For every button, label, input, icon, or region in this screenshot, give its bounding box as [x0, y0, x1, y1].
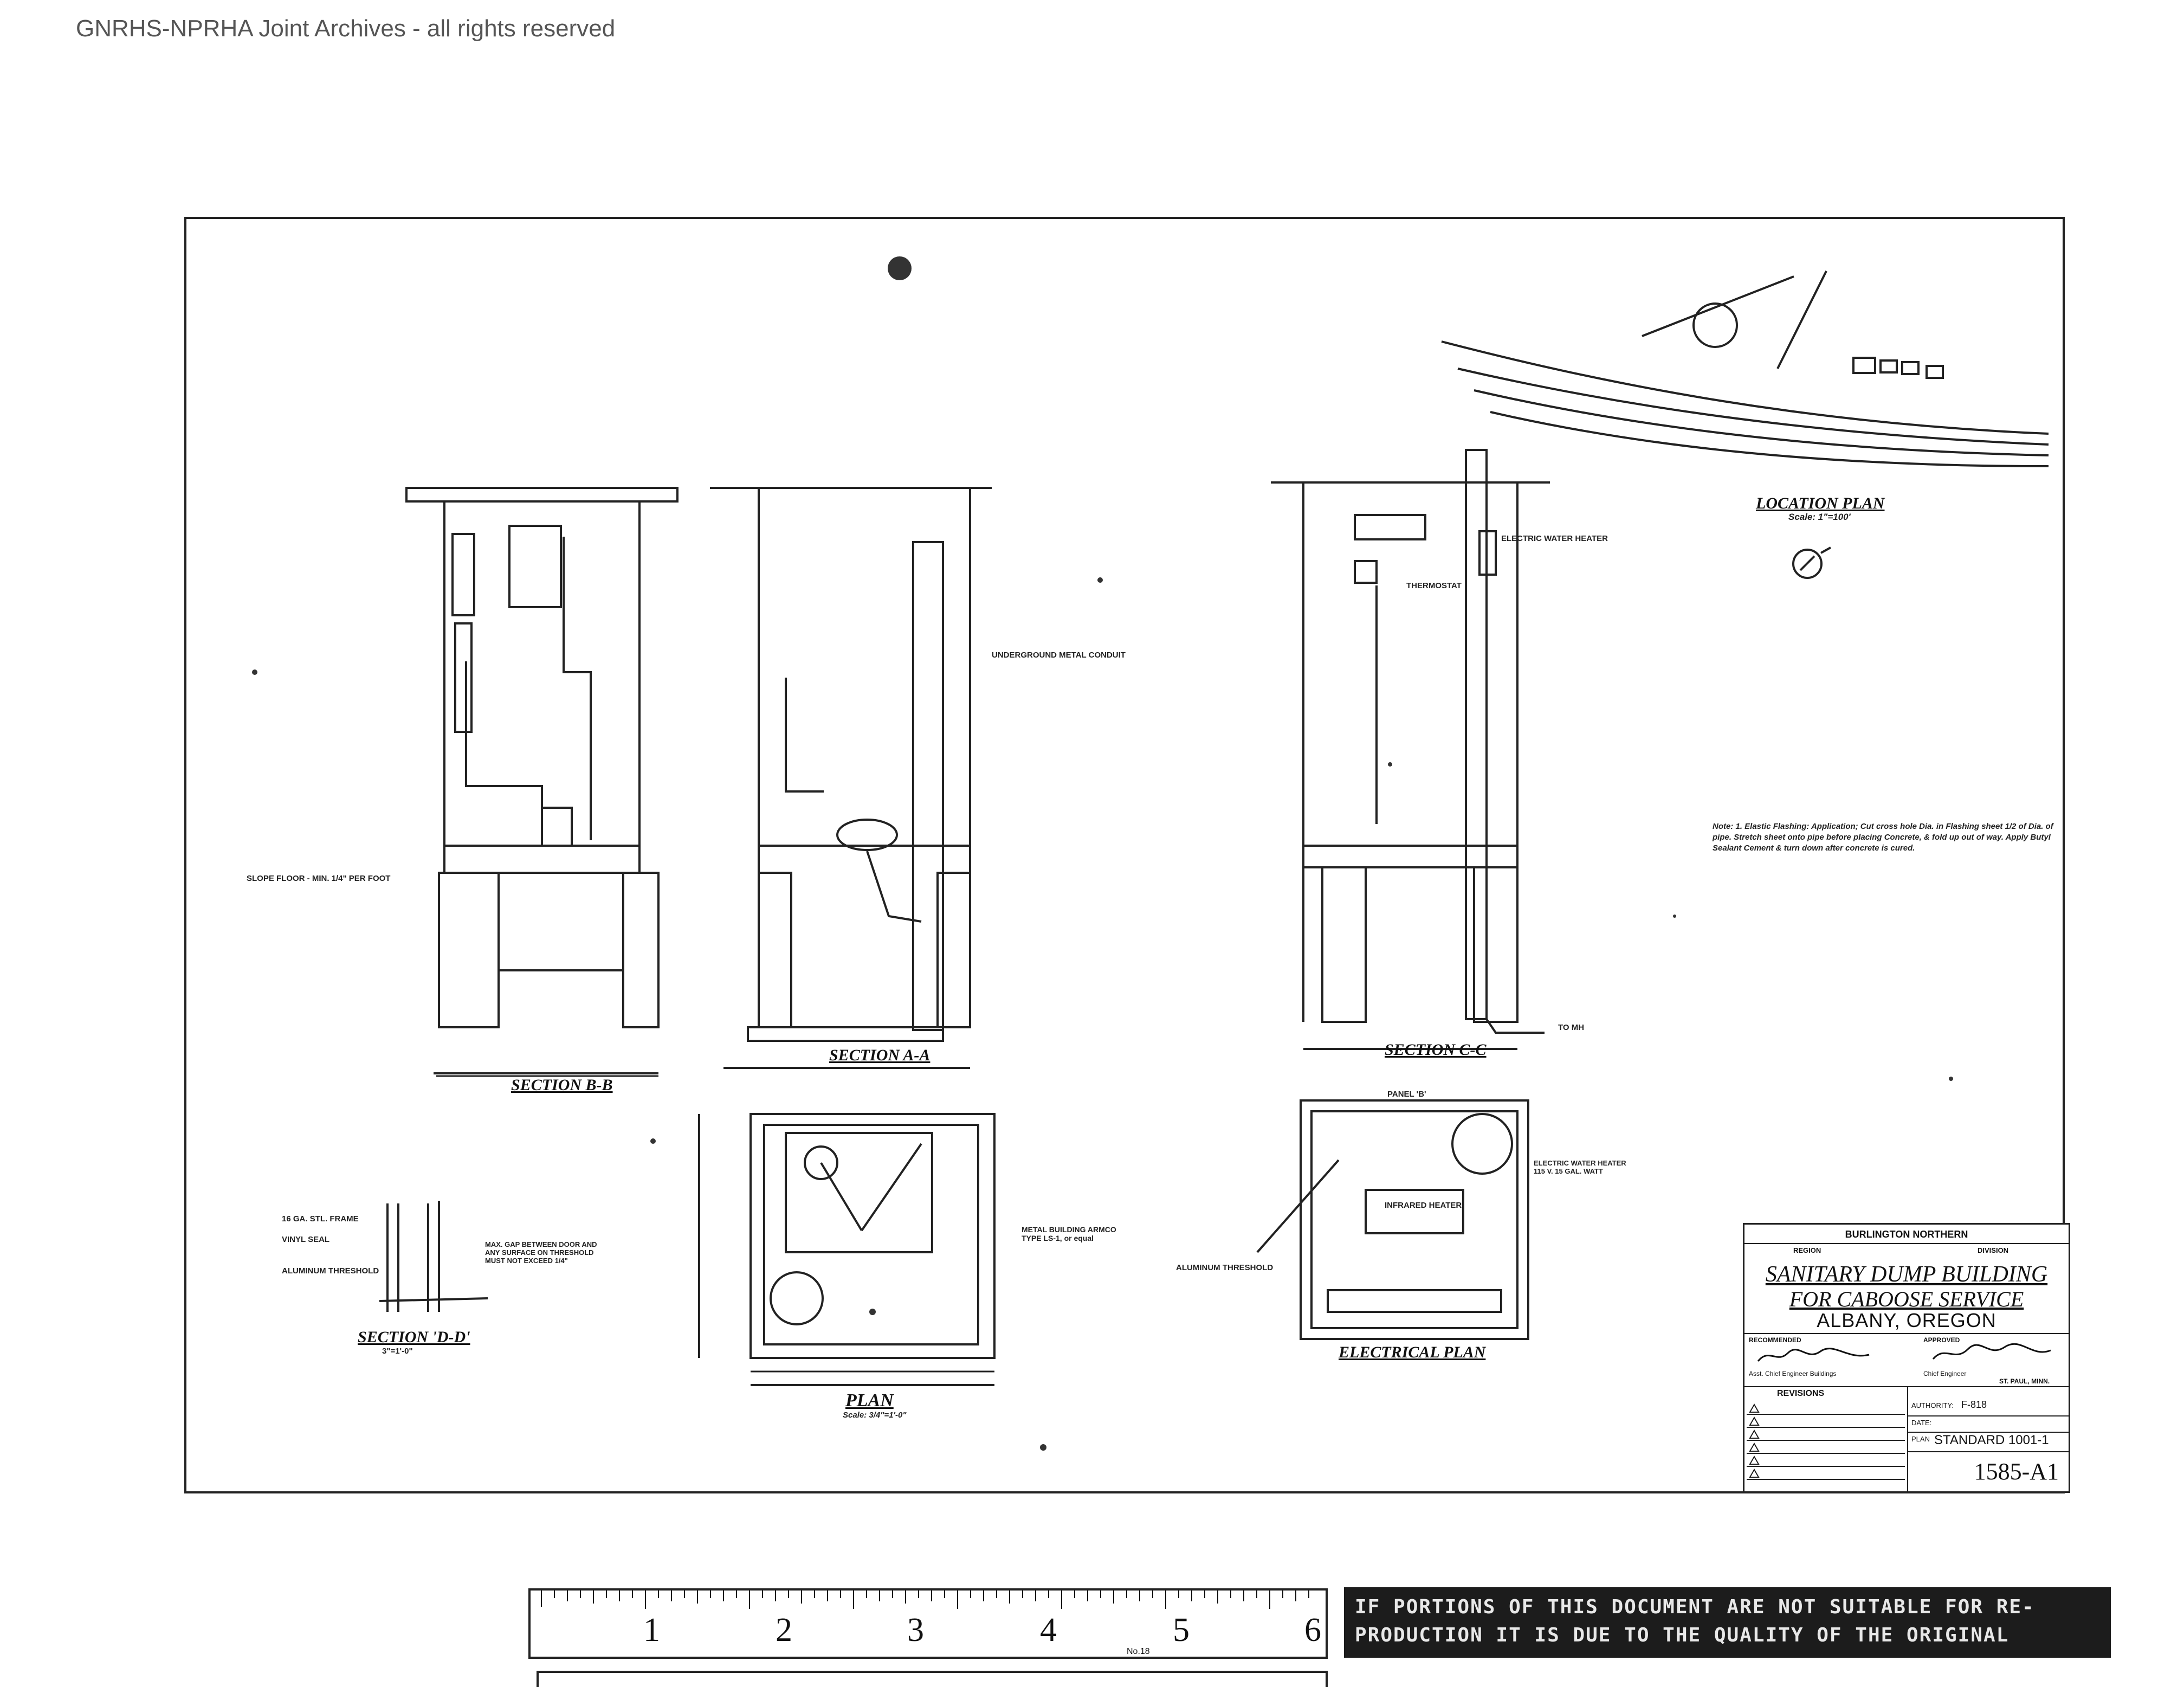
callout-thermostat: THERMOSTAT [1406, 581, 1462, 590]
ruler-number-1: 1 [643, 1612, 660, 1649]
title-block-title-line2: FOR CABOOSE SERVICE [1789, 1287, 2024, 1311]
section-cc-title: SECTION C-C [1385, 1041, 1487, 1059]
electrical-plan-title: ELECTRICAL PLAN [1339, 1343, 1486, 1361]
ruler-ticks [541, 1591, 1309, 1609]
revision-rows [1747, 1403, 1905, 1480]
ruler-number-3: 3 [907, 1612, 924, 1649]
ruler-maker-label: No.18 [1127, 1647, 1150, 1656]
title-block-company: BURLINGTON NORTHERN [1845, 1229, 1968, 1240]
callout-panel-b: PANEL 'B' [1387, 1090, 1426, 1099]
callout-max-gap: MAX. GAP BETWEEN DOOR AND ANY SURFACE ON… [485, 1240, 597, 1265]
title-block-title-line1: SANITARY DUMP BUILDING [1765, 1262, 2048, 1287]
callout-electric-water-heater-rating: ELECTRIC WATER HEATER 115 V. 15 GAL. WAT… [1534, 1159, 1626, 1175]
ruler-number-6: 6 [1304, 1612, 1321, 1649]
title-block-sheet-number: 1585-A1 [1974, 1458, 2059, 1485]
title-block-region-label: REGION [1793, 1246, 1821, 1254]
title-block-approved-label: APPROVED [1923, 1336, 1960, 1344]
callout-vinyl-seal: VINYL SEAL [282, 1235, 330, 1244]
ruler-number-5: 5 [1173, 1612, 1190, 1649]
title-block-recommended-label: RECOMMENDED [1749, 1336, 1801, 1344]
title-block-approved-by: Chief Engineer [1923, 1370, 1967, 1377]
title-block-date-label: DATE: [1911, 1419, 1932, 1427]
title-block-plan-value: STANDARD 1001-1 [1934, 1433, 2049, 1447]
section-bb-title: SECTION B-B [511, 1076, 613, 1094]
callout-infrared-heater: INFRARED HEATER [1385, 1201, 1462, 1210]
drawing-sheet-border [184, 217, 2065, 1493]
measurement-ruler: 1 2 3 4 5 6 No.18 [528, 1588, 1328, 1659]
title-block-location: ALBANY, OREGON [1817, 1309, 1996, 1331]
callout-to-mh: TO MH [1558, 1023, 1585, 1032]
archive-watermark: GNRHS-NPRHA Joint Archives - all rights … [76, 15, 616, 42]
title-block-authority-label: AUTHORITY: [1911, 1401, 1954, 1409]
title-block-division-label: DIVISION [1978, 1246, 2009, 1254]
plan-title: PLAN [845, 1390, 894, 1411]
drawing-note: Note: 1. Elastic Flashing: Application; … [1713, 822, 2053, 853]
approved-signature [1932, 1343, 2051, 1360]
callout-aluminum-threshold-plan: ALUMINUM THRESHOLD [1176, 1263, 1274, 1272]
callout-frame: 16 GA. STL. FRAME [282, 1214, 359, 1224]
callout-metal-building: METAL BUILDING ARMCO TYPE LS-1, or equal [1022, 1225, 1116, 1242]
callout-electric-water-heater: ELECTRIC WATER HEATER [1501, 534, 1608, 543]
notice-line-2: PRODUCTION IT IS DUE TO THE QUALITY OF T… [1355, 1624, 2009, 1646]
section-aa-title: SECTION A-A [829, 1046, 931, 1064]
section-dd-scale: 3"=1'-0" [382, 1347, 413, 1356]
notice-line-1: IF PORTIONS OF THIS DOCUMENT ARE NOT SUI… [1355, 1596, 2035, 1618]
callout-slope-floor: SLOPE FLOOR - MIN. 1/4" PER FOOT [247, 874, 391, 883]
plan-scale: Scale: 3/4"=1'-0" [843, 1411, 907, 1420]
callout-aluminum-threshold: ALUMINUM THRESHOLD [282, 1266, 379, 1276]
callout-underground-metal-conduit: UNDERGROUND METAL CONDUIT [992, 651, 1126, 660]
title-block: BURLINGTON NORTHERN REGION DIVISION SANI… [1743, 1223, 2070, 1493]
reproduction-notice: IF PORTIONS OF THIS DOCUMENT ARE NOT SUI… [1344, 1587, 2111, 1658]
section-dd-title: SECTION 'D-D' [358, 1328, 470, 1346]
location-plan-scale: Scale: 1"=100' [1788, 512, 1851, 522]
ruler-number-2: 2 [776, 1612, 792, 1649]
title-block-city: ST. PAUL, MINN. [1999, 1377, 2050, 1385]
title-block-recommended-by: Asst. Chief Engineer Buildings [1749, 1370, 1837, 1377]
title-block-plan-label: PLAN [1911, 1435, 1930, 1443]
title-block-revisions-label: REVISIONS [1777, 1389, 1825, 1398]
location-plan-title: LOCATION PLAN [1756, 494, 1885, 512]
second-ruler-edge [537, 1671, 1328, 1687]
recommended-signature [1757, 1348, 1870, 1362]
title-block-authority-value: F-818 [1961, 1399, 1987, 1410]
ruler-number-4: 4 [1040, 1612, 1057, 1649]
